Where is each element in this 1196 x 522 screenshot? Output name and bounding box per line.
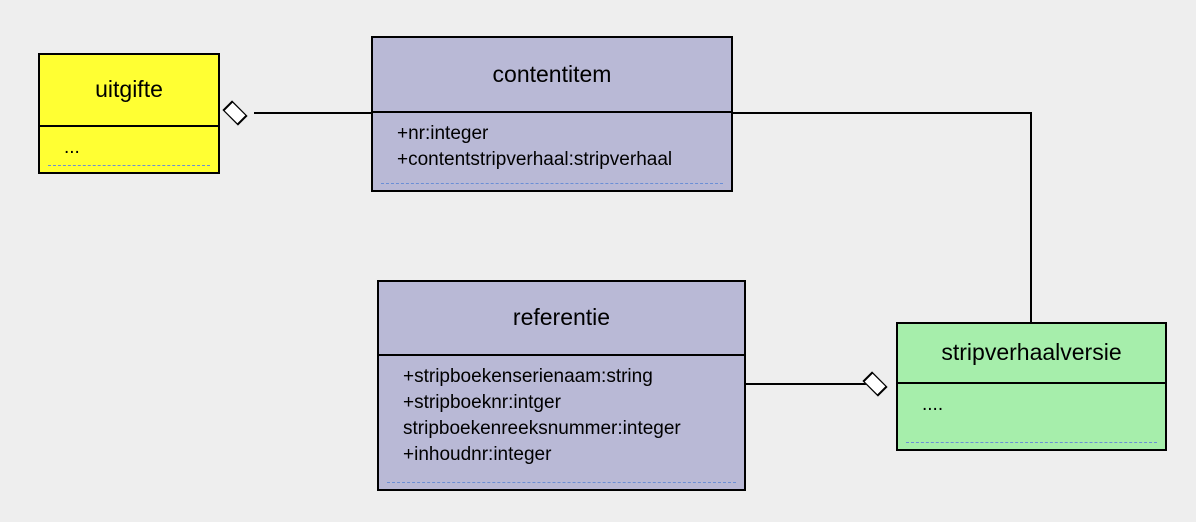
class-name-referentie: referentie bbox=[512, 304, 611, 331]
class-attribute: stripboekenreeksnummer:integer bbox=[403, 418, 681, 439]
connector-uitgifte-contentitem bbox=[254, 112, 372, 114]
aggregation-diamond-stripverhaalversie bbox=[862, 371, 888, 397]
class-header-uitgifte: uitgifte bbox=[40, 55, 218, 127]
class-attributes-stripverhaalversie: .... bbox=[898, 384, 1165, 449]
class-attribute: +stripboekenserienaam:string bbox=[403, 366, 653, 387]
attribute-separator bbox=[48, 165, 210, 166]
class-attribute: ... bbox=[64, 137, 80, 158]
connector-contentitem-vertical bbox=[1030, 112, 1032, 324]
class-attribute: .... bbox=[922, 394, 944, 415]
class-name-stripverhaalversie: stripverhaalversie bbox=[941, 339, 1122, 366]
class-header-stripverhaalversie: stripverhaalversie bbox=[898, 324, 1165, 384]
class-attributes-referentie: +stripboekenserienaam:string +stripboekn… bbox=[379, 356, 744, 489]
class-box-stripverhaalversie[interactable]: stripverhaalversie .... bbox=[896, 322, 1167, 451]
attribute-separator bbox=[387, 482, 736, 483]
class-attribute: +stripboeknr:intger bbox=[403, 392, 561, 413]
class-box-contentitem[interactable]: contentitem +nr:integer +contentstripver… bbox=[371, 36, 733, 192]
class-header-contentitem: contentitem bbox=[373, 38, 731, 113]
class-box-uitgifte[interactable]: uitgifte ... bbox=[38, 53, 220, 174]
class-attribute: +contentstripverhaal:stripverhaal bbox=[397, 149, 673, 170]
attribute-separator bbox=[906, 442, 1157, 443]
class-attributes-uitgifte: ... bbox=[40, 127, 218, 172]
class-attributes-contentitem: +nr:integer +contentstripverhaal:stripve… bbox=[373, 113, 731, 190]
connector-referentie-stripverhaalversie bbox=[745, 383, 867, 385]
aggregation-diamond-uitgifte bbox=[222, 100, 248, 126]
class-attribute: +inhoudnr:integer bbox=[403, 444, 552, 465]
connector-contentitem-horizontal bbox=[732, 112, 1032, 114]
class-name-uitgifte: uitgifte bbox=[95, 76, 163, 103]
class-attribute: +nr:integer bbox=[397, 123, 489, 144]
class-header-referentie: referentie bbox=[379, 282, 744, 356]
class-name-contentitem: contentitem bbox=[492, 60, 612, 87]
class-box-referentie[interactable]: referentie +stripboekenserienaam:string … bbox=[377, 280, 746, 491]
attribute-separator bbox=[381, 183, 723, 184]
